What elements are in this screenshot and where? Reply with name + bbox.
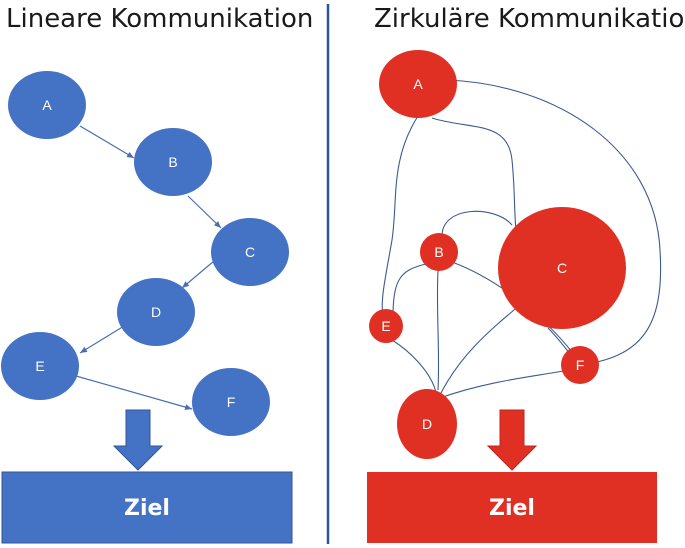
circular-edge-e-d — [391, 339, 437, 393]
circular-title: Zirkuläre Kommunikation — [374, 4, 685, 34]
linear-goal-box: Ziel — [1, 471, 293, 544]
circular-edge-a-outer-loop — [447, 79, 662, 367]
linear-node-d: D — [117, 278, 195, 346]
linear-node-e: E — [1, 332, 79, 400]
linear-node-f: F — [192, 368, 270, 436]
linear-edge-a-b — [79, 125, 135, 159]
linear-edge-e-f — [75, 375, 193, 410]
circular-node-b-label: B — [434, 244, 443, 260]
linear-edges — [75, 125, 222, 410]
circular-edge-d-f — [439, 369, 569, 399]
circular-edge-a-c — [431, 117, 517, 231]
linear-node-e-label: E — [35, 358, 44, 374]
linear-node-d-label: D — [151, 304, 161, 320]
circular-edge-b-d — [436, 269, 440, 391]
linear-node-c: C — [211, 218, 289, 286]
circular-down-arrow — [486, 409, 538, 471]
circular-goal-label: Ziel — [489, 496, 535, 521]
circular-node-d: D — [397, 389, 457, 459]
circular-diagram: A B C D E F Ziel — [367, 50, 662, 543]
linear-goal-label: Ziel — [124, 496, 170, 521]
circular-node-a: A — [379, 50, 457, 118]
linear-diagram: A B C D E F Ziel — [1, 71, 293, 544]
linear-edge-c-d — [181, 260, 215, 289]
circular-node-b: B — [420, 233, 458, 271]
circular-node-e: E — [369, 309, 403, 343]
circular-node-c-label: C — [557, 260, 567, 276]
linear-node-c-label: C — [245, 244, 255, 260]
linear-title: Lineare Kommunikation — [6, 4, 314, 34]
circular-node-e-label: E — [381, 318, 390, 334]
linear-edge-d-e — [79, 325, 125, 354]
linear-node-b: B — [134, 128, 212, 196]
circular-edges — [381, 79, 662, 399]
circular-node-c: C — [498, 207, 626, 329]
linear-node-f-label: F — [227, 394, 236, 410]
linear-node-a: A — [8, 71, 86, 139]
linear-node-b-label: B — [168, 154, 177, 170]
linear-edge-b-c — [187, 195, 222, 229]
circular-node-f: F — [561, 346, 599, 384]
circular-goal-box: Ziel — [367, 472, 657, 543]
circular-edge-c-d — [439, 304, 521, 396]
circular-node-d-label: D — [422, 416, 432, 432]
circular-edge-b-e — [392, 263, 427, 313]
circular-node-f-label: F — [576, 357, 585, 373]
circular-edge-a-e — [381, 115, 419, 317]
linear-node-a-label: A — [42, 97, 52, 113]
linear-down-arrow — [112, 409, 164, 471]
circular-edge-b-c — [441, 210, 513, 239]
circular-node-a-label: A — [413, 76, 423, 92]
